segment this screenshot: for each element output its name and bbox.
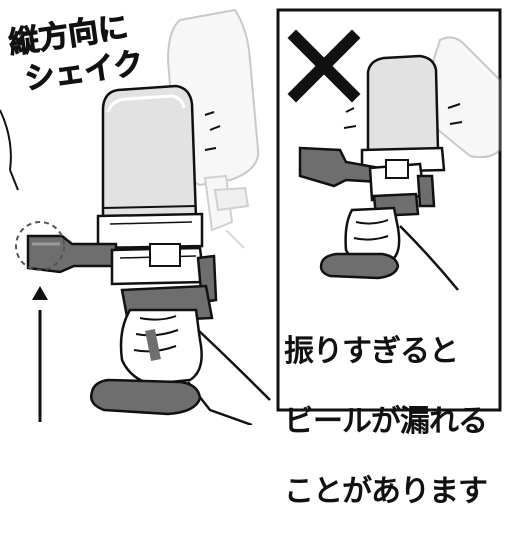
illustration-root: 縦方向に シェイク 振りすぎると ビールが漏れる ことがあります bbox=[0, 6, 502, 509]
x-mark-icon bbox=[287, 29, 361, 103]
warning-caption: 振りすぎると ビールが漏れる ことがあります bbox=[284, 299, 500, 544]
beer-can-warning bbox=[360, 54, 446, 174]
dashed-focus-circle bbox=[15, 221, 65, 271]
warning-caption-line2: ビールが漏れる bbox=[284, 404, 488, 439]
hand-and-handle bbox=[90, 308, 271, 425]
illustration-canvas bbox=[0, 8, 502, 425]
motion-lines-left bbox=[0, 109, 221, 191]
motion-lines-right bbox=[343, 103, 463, 129]
warning-caption-line3: ことがあります bbox=[284, 474, 488, 509]
shake-instruction-title: 縦方向に シェイク bbox=[6, 6, 156, 97]
up-arrow-icon bbox=[32, 286, 48, 422]
hand-and-handle-warning bbox=[319, 206, 459, 291]
warning-caption-line1: 振りすぎると bbox=[284, 334, 459, 369]
beer-can-main bbox=[96, 84, 204, 250]
